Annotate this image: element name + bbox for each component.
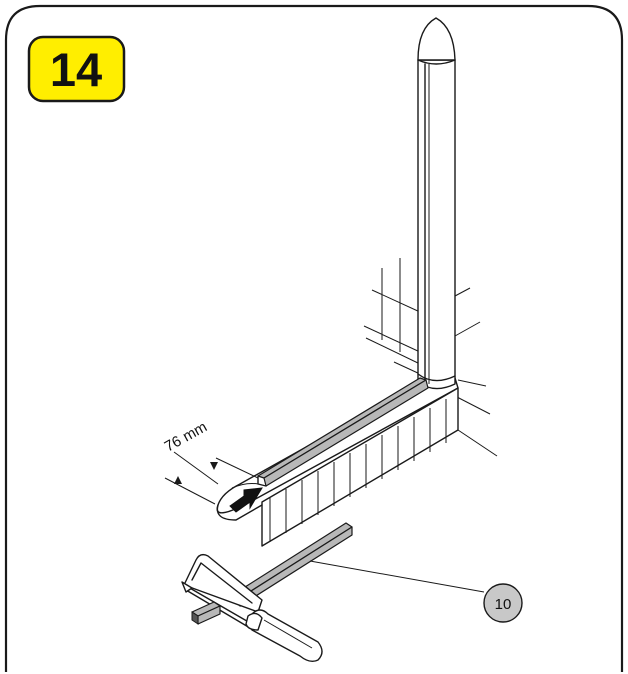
- panel-frame: [4, 4, 624, 672]
- callout-circle: [483, 583, 523, 623]
- floor-lines: [454, 379, 498, 457]
- offcut-piece: [191, 601, 221, 625]
- callout-leader-line: [309, 560, 485, 593]
- tray-ribs: [269, 399, 447, 542]
- dimension-line: [173, 451, 219, 485]
- callout-10: 10: [483, 583, 523, 623]
- step-number: 14: [50, 43, 102, 96]
- hacksaw-icon: [181, 553, 323, 663]
- post-body: [417, 59, 456, 390]
- vertical-post: [417, 17, 456, 390]
- step-badge: 14: [27, 35, 126, 103]
- post-cap: [417, 17, 456, 61]
- step-badge-background: [27, 35, 126, 103]
- tray-front: [261, 387, 459, 547]
- wall-tiles: [363, 258, 481, 375]
- bottom-profile-rail: [257, 377, 429, 487]
- callout-label: 10: [495, 596, 512, 613]
- push-arrow-icon: [229, 483, 263, 513]
